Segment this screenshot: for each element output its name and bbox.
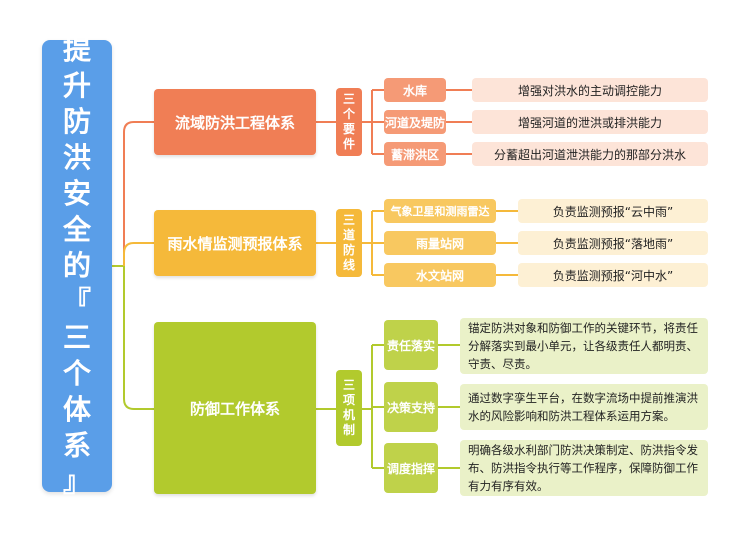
item-label: 蓄滞洪区 bbox=[390, 147, 439, 162]
desc-text: 锚定防洪对象和防御工作的关键环节，将责任分解落实到最小单元，让各级责任人都明责、… bbox=[468, 321, 698, 371]
item-label: 责任落实 bbox=[386, 338, 435, 353]
desc-text: 增强对洪水的主动调控能力 bbox=[517, 83, 662, 98]
item-detention-area: 蓄滞洪区 bbox=[384, 142, 446, 166]
item-desc: 锚定防洪对象和防御工作的关键环节，将责任分解落实到最小单元，让各级责任人都明责、… bbox=[460, 318, 708, 374]
item-label: 水库 bbox=[402, 83, 427, 98]
item-desc: 负责监测预报“河中水” bbox=[518, 263, 708, 287]
desc-text: 负责监测预报“落地雨” bbox=[552, 236, 674, 251]
item-desc: 明确各级水利部门防洪决策制定、防洪指令发布、防洪指令执行等工作程序，保障防御工作… bbox=[460, 440, 708, 496]
group-char: 机 bbox=[342, 408, 355, 422]
branch-line-2 bbox=[123, 242, 154, 266]
desc-text: 明确各级水利部门防洪决策制定、防洪指令发布、防洪指令执行等工作程序，保障防御工作… bbox=[468, 443, 698, 493]
system-rain-monitoring: 雨水情监测预报体系 bbox=[154, 210, 316, 276]
system-name: 防御工作体系 bbox=[189, 399, 280, 418]
item-river-levee: 河道及堤防 bbox=[384, 110, 446, 134]
item-desc: 负责监测预报“云中雨” bbox=[518, 199, 708, 223]
item-hydrology-network: 水文站网 bbox=[384, 263, 496, 287]
group-char: 件 bbox=[342, 137, 355, 151]
title-char: 的 bbox=[62, 249, 91, 282]
desc-text: 分蓄超出河道泄洪能力的那部分洪水 bbox=[493, 147, 686, 162]
desc-text: 增强河道的泄洪或排洪能力 bbox=[517, 115, 662, 130]
group-char: 三 bbox=[342, 213, 355, 227]
title-char: 个 bbox=[62, 357, 91, 390]
group-char: 三 bbox=[342, 92, 355, 106]
branch-line-1 bbox=[123, 121, 154, 266]
group-char: 防 bbox=[342, 243, 355, 257]
group-char: 制 bbox=[342, 423, 355, 437]
item-label: 水文站网 bbox=[415, 268, 464, 283]
item-reservoir: 水库 bbox=[384, 78, 446, 102]
title-char: 提 bbox=[62, 33, 91, 66]
item-desc: 增强对洪水的主动调控能力 bbox=[472, 78, 708, 102]
system-name: 雨水情监测预报体系 bbox=[167, 234, 303, 253]
group-char: 三 bbox=[342, 378, 355, 392]
title-char: 』 bbox=[62, 465, 91, 498]
group-char: 个 bbox=[342, 107, 355, 121]
item-desc: 分蓄超出河道泄洪能力的那部分洪水 bbox=[472, 142, 708, 166]
desc-text: 通过数字孪生平台，在数字流场中提前推演洪水的风险影响和防洪工程体系运用方案。 bbox=[468, 391, 698, 423]
item-desc: 负责监测预报“落地雨” bbox=[518, 231, 708, 255]
item-satellite-radar: 气象卫星和测雨雷达 bbox=[384, 199, 496, 223]
item-label: 气象卫星和测雨雷达 bbox=[390, 205, 490, 218]
desc-text: 负责监测预报“云中雨” bbox=[552, 204, 674, 219]
group-label-three-lines: 三 道 防 线 bbox=[336, 209, 362, 277]
group-label-three-mechanisms: 三 项 机 制 bbox=[336, 370, 362, 446]
title-char: 三 bbox=[62, 321, 91, 354]
system-flood-engineering: 流域防洪工程体系 bbox=[154, 89, 316, 155]
title-char: 体 bbox=[62, 393, 91, 426]
item-responsibility: 责任落实 bbox=[384, 320, 438, 370]
item-label: 雨量站网 bbox=[415, 236, 464, 251]
main-title: 提 升 防 洪 安 全 的 『 三 个 体 系 』 bbox=[42, 33, 112, 498]
group-char: 项 bbox=[342, 393, 355, 407]
item-decision-support: 决策支持 bbox=[384, 382, 438, 432]
title-char: 升 bbox=[62, 69, 91, 102]
title-char: 安 bbox=[62, 177, 91, 210]
item-label: 河道及堤防 bbox=[384, 115, 445, 130]
title-char: 防 bbox=[62, 105, 91, 138]
item-desc: 增强河道的泄洪或排洪能力 bbox=[472, 110, 708, 134]
title-char: 全 bbox=[62, 213, 91, 246]
title-char: 『 bbox=[62, 285, 91, 318]
title-char: 洪 bbox=[62, 141, 91, 174]
group-char: 道 bbox=[342, 228, 355, 242]
group-char: 线 bbox=[342, 258, 355, 272]
item-label: 调度指挥 bbox=[386, 461, 435, 476]
item-desc: 通过数字孪生平台，在数字流场中提前推演洪水的风险影响和防洪工程体系运用方案。 bbox=[460, 384, 708, 430]
branch-line-3 bbox=[123, 266, 154, 410]
group-char: 要 bbox=[342, 122, 355, 136]
group-label-three-elements: 三 个 要 件 bbox=[336, 88, 362, 156]
item-rain-gauge-network: 雨量站网 bbox=[384, 231, 496, 255]
desc-text: 负责监测预报“河中水” bbox=[552, 268, 674, 283]
item-dispatch-command: 调度指挥 bbox=[384, 443, 438, 493]
system-name: 流域防洪工程体系 bbox=[174, 113, 295, 132]
title-char: 系 bbox=[62, 429, 91, 462]
item-label: 决策支持 bbox=[386, 400, 435, 415]
system-defense-work: 防御工作体系 bbox=[154, 322, 316, 494]
